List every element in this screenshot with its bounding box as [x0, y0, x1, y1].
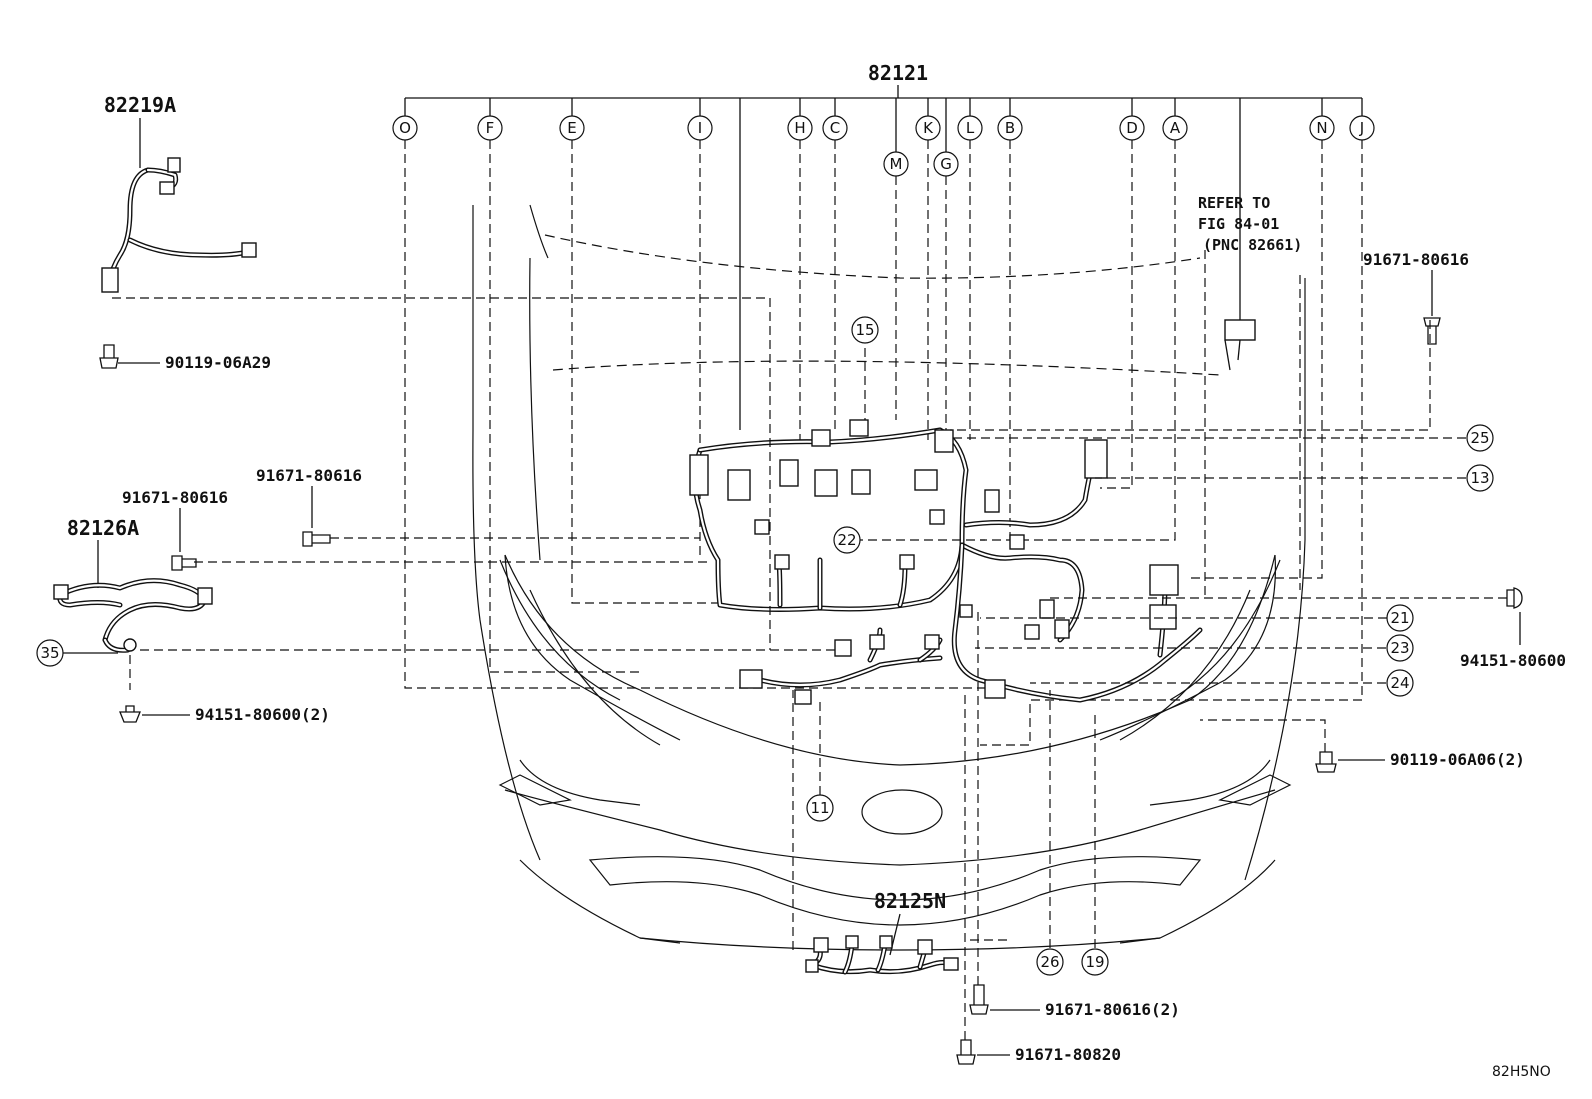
- svg-text:15: 15: [855, 321, 874, 339]
- letter-callouts: O F E I H C M K G L B D A N J: [392, 115, 1375, 177]
- letter-callout-j[interactable]: J: [1349, 115, 1375, 141]
- svg-text:K: K: [923, 119, 934, 137]
- svg-text:13: 13: [1470, 469, 1489, 487]
- main-assembly-bracket: 82121: [405, 61, 1362, 430]
- letter-callout-h[interactable]: H: [787, 115, 813, 141]
- letter-callout-o[interactable]: O: [392, 115, 418, 141]
- svg-text:24: 24: [1390, 674, 1409, 692]
- svg-text:94151-80600(2): 94151-80600(2): [195, 705, 330, 724]
- letter-callout-g[interactable]: G: [933, 151, 959, 177]
- callout-35[interactable]: 35: [36, 639, 64, 667]
- svg-text:19: 19: [1085, 953, 1104, 971]
- sub-assembly-82219a-label[interactable]: 82219A: [104, 93, 176, 117]
- refer-note[interactable]: REFER TO FIG 84-01 (PNC 82661): [1198, 194, 1302, 254]
- letter-callout-a[interactable]: A: [1162, 115, 1188, 141]
- svg-text:91671-80616: 91671-80616: [1363, 250, 1469, 269]
- callout-21[interactable]: 21: [1386, 604, 1414, 632]
- sub-assembly-82219a[interactable]: 82219A: [101, 93, 257, 293]
- svg-text:M: M: [890, 155, 903, 173]
- svg-text:A: A: [1170, 119, 1181, 137]
- vehicle-body-outline: [472, 204, 1306, 951]
- letter-callout-l[interactable]: L: [957, 115, 983, 141]
- fastener-91671-80616-b[interactable]: 91671-80616: [122, 488, 228, 571]
- svg-text:REFER TO: REFER TO: [1198, 194, 1270, 212]
- sub-assembly-82126a[interactable]: 82126A: [53, 516, 213, 690]
- letter-callout-k[interactable]: K: [915, 115, 941, 141]
- fastener-91671-80616-a[interactable]: 91671-80616: [256, 466, 362, 547]
- fastener-91671-80616-c[interactable]: 91671-80616: [1363, 250, 1469, 345]
- svg-text:G: G: [940, 155, 952, 173]
- letter-callout-n[interactable]: N: [1309, 115, 1335, 141]
- svg-text:23: 23: [1390, 639, 1409, 657]
- figure-code: 82H5NO: [1492, 1064, 1551, 1080]
- letter-callout-i[interactable]: I: [687, 115, 713, 141]
- svg-text:90119-06A06(2): 90119-06A06(2): [1390, 750, 1525, 769]
- numbered-callouts: 15 25 13 22 21 23 24 35 11 26 19: [36, 316, 1494, 976]
- main-assembly-label[interactable]: 82121: [868, 61, 928, 85]
- callout-22[interactable]: 22: [833, 526, 861, 554]
- letter-callout-f[interactable]: F: [477, 115, 503, 141]
- svg-text:C: C: [830, 119, 840, 137]
- letter-callout-d[interactable]: D: [1119, 115, 1145, 141]
- svg-text:N: N: [1316, 119, 1327, 137]
- fastener-90119-06a06-2[interactable]: 90119-06A06(2): [1315, 750, 1525, 773]
- bracket-stems: [404, 98, 1363, 152]
- svg-text:J: J: [1359, 119, 1364, 137]
- svg-text:E: E: [567, 119, 576, 137]
- letter-callout-e[interactable]: E: [559, 115, 585, 141]
- svg-text:B: B: [1005, 119, 1015, 137]
- callout-19[interactable]: 19: [1081, 948, 1109, 976]
- svg-text:91671-80616: 91671-80616: [256, 466, 362, 485]
- letter-callout-b[interactable]: B: [997, 115, 1023, 141]
- fastener-94151-80600[interactable]: 94151-80600: [1460, 587, 1566, 670]
- svg-text:H: H: [794, 119, 805, 137]
- svg-text:26: 26: [1040, 953, 1059, 971]
- callout-25[interactable]: 25: [1466, 424, 1494, 452]
- svg-text:D: D: [1126, 119, 1138, 137]
- callout-26[interactable]: 26: [1036, 948, 1064, 976]
- callout-15[interactable]: 15: [851, 316, 879, 344]
- svg-text:22: 22: [837, 531, 856, 549]
- svg-text:L: L: [966, 119, 975, 137]
- refer-fig-connector: [1224, 319, 1256, 341]
- svg-text:O: O: [399, 119, 411, 137]
- fastener-91671-80616-2[interactable]: 91671-80616(2): [969, 984, 1180, 1019]
- svg-text:91671-80820: 91671-80820: [1015, 1045, 1121, 1064]
- svg-text:F: F: [486, 119, 495, 137]
- svg-text:21: 21: [1390, 609, 1409, 627]
- svg-text:91671-80616(2): 91671-80616(2): [1045, 1000, 1180, 1019]
- svg-text:91671-80616: 91671-80616: [122, 488, 228, 507]
- part-leader-lines: [112, 250, 1507, 1040]
- letter-leader-lines: [404, 140, 1363, 746]
- letter-callout-c[interactable]: C: [822, 115, 848, 141]
- svg-text:90119-06A29: 90119-06A29: [165, 353, 271, 372]
- callout-13[interactable]: 13: [1466, 464, 1494, 492]
- callout-23[interactable]: 23: [1386, 634, 1414, 662]
- sub-assembly-82125n-label[interactable]: 82125N: [874, 889, 946, 913]
- letter-callout-m[interactable]: M: [883, 151, 909, 177]
- fastener-94151-80600-2[interactable]: 94151-80600(2): [119, 705, 330, 724]
- svg-text:35: 35: [40, 644, 59, 662]
- fastener-90119-06a29[interactable]: 90119-06A29: [99, 344, 271, 372]
- engine-room-harness[interactable]: [689, 319, 1256, 705]
- sub-assembly-82126a-label[interactable]: 82126A: [67, 516, 139, 540]
- svg-text:25: 25: [1470, 429, 1489, 447]
- svg-text:I: I: [698, 119, 702, 137]
- callout-11[interactable]: 11: [806, 794, 834, 822]
- svg-text:(PNC 82661): (PNC 82661): [1203, 236, 1302, 254]
- callout-24[interactable]: 24: [1386, 669, 1414, 697]
- sub-assembly-82125n[interactable]: 82125N: [805, 889, 959, 975]
- svg-text:FIG 84-01: FIG 84-01: [1198, 215, 1279, 233]
- svg-text:11: 11: [810, 799, 829, 817]
- fastener-91671-80820[interactable]: 91671-80820: [956, 1039, 1121, 1065]
- svg-text:94151-80600: 94151-80600: [1460, 651, 1566, 670]
